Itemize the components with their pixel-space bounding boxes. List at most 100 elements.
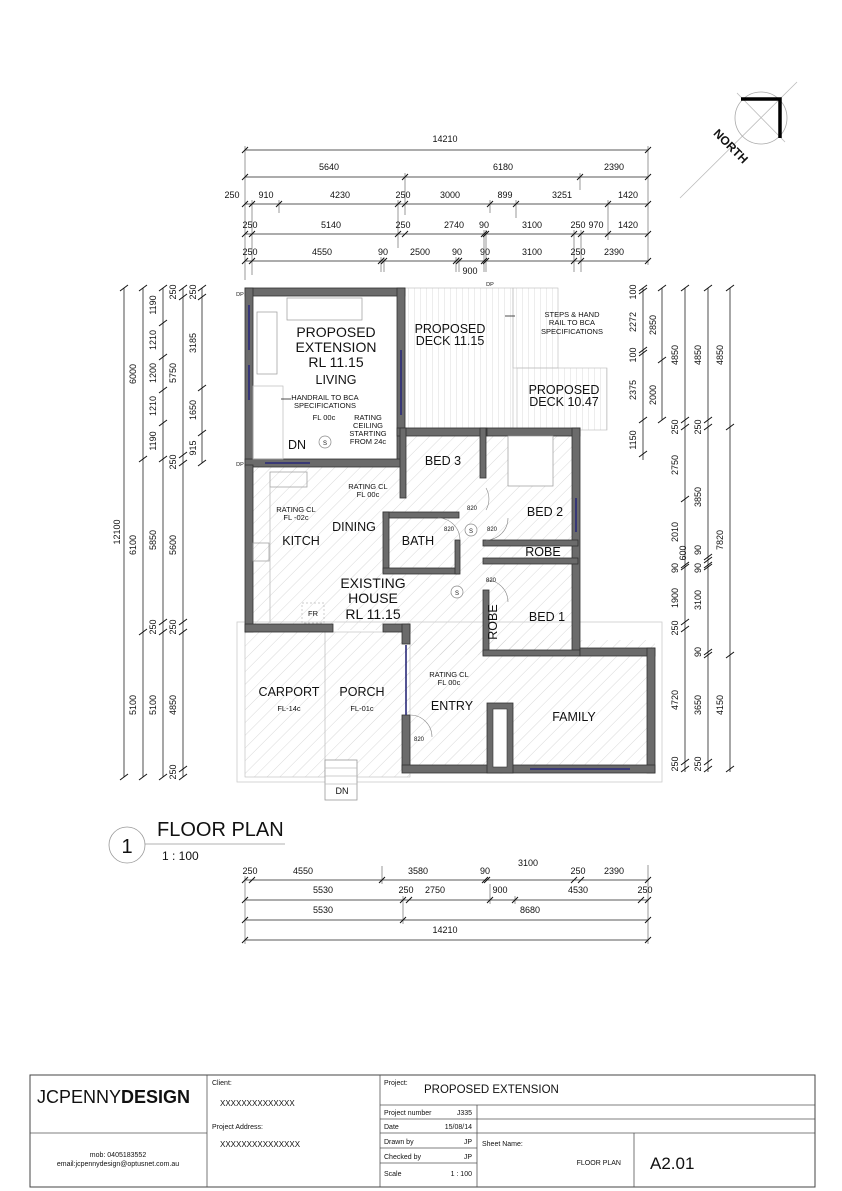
deck-label: DECK 11.15 <box>416 334 485 348</box>
dim-label: 899 <box>497 190 512 200</box>
dim-label: 90 <box>480 866 490 876</box>
room-label-bed3: BED 3 <box>425 454 461 468</box>
logo-bold-text: DESIGN <box>121 1087 190 1107</box>
dim-label: 14210 <box>432 925 457 935</box>
drawing-title: 1 FLOOR PLAN 1 : 100 <box>108 819 285 864</box>
dim-label: 250 <box>693 756 703 771</box>
room-label-family: FAMILY <box>552 710 596 724</box>
dim-label: 2390 <box>604 162 624 172</box>
dim-label: 5640 <box>319 162 339 172</box>
title-block: JCPENNYDESIGN mob: 0405183552 email:jcpe… <box>29 1074 816 1188</box>
dim-label: 250 <box>693 419 703 434</box>
dim-label: 4850 <box>693 345 703 365</box>
dim-label: 2010 <box>670 522 680 542</box>
dim-label: 3100 <box>522 220 542 230</box>
dim-label: 6000 <box>128 364 138 384</box>
dim-label: 4230 <box>330 190 350 200</box>
dim-label: 250 <box>398 885 413 895</box>
entry-note: FL 00c <box>438 678 461 687</box>
downpipe-label: DP <box>236 292 244 298</box>
dim-label: 250 <box>395 220 410 230</box>
sheet-name-value: FLOOR PLAN <box>577 1160 621 1167</box>
dim-label: 90 <box>693 545 703 555</box>
date-value: 15/08/14 <box>445 1124 472 1131</box>
project-number-label: Project number <box>384 1110 432 1117</box>
dim-label: 250 <box>637 885 652 895</box>
sheet-name-label: Sheet Name: <box>482 1141 523 1148</box>
downpipe-label: DP <box>236 462 244 468</box>
logo-light-text: JCPENNY <box>37 1087 121 1107</box>
dim-label: 5140 <box>321 220 341 230</box>
scale-label: Scale <box>384 1171 402 1178</box>
dining-note: RATING CL <box>348 482 387 491</box>
door-width-label: 820 <box>414 737 425 743</box>
dim-label: 2750 <box>670 455 680 475</box>
client-value: XXXXXXXXXXXXXX <box>220 1099 295 1108</box>
ceiling-note: STARTING <box>349 429 386 438</box>
dim-label: 250 <box>168 619 178 634</box>
room-label-bath: BATH <box>402 534 434 548</box>
dim-label: 250 <box>168 284 178 299</box>
room-label-extension: EXTENSION <box>296 339 377 355</box>
deck-label: PROPOSED <box>529 383 600 397</box>
dim-label: 5100 <box>148 695 158 715</box>
dim-label: 5850 <box>148 530 158 550</box>
stairs-down-label: DN <box>336 786 349 796</box>
dim-label: 1150 <box>628 430 638 449</box>
dim-label: 4150 <box>715 695 725 715</box>
dim-label: 3580 <box>408 866 428 876</box>
room-label-living: LIVING <box>316 373 357 387</box>
carport-level: FL-14c <box>277 704 301 713</box>
dim-label: 5600 <box>168 535 178 555</box>
deck-label: PROPOSED <box>415 322 486 336</box>
dim-label: 3100 <box>518 858 538 868</box>
dim-label: 900 <box>462 266 477 276</box>
room-label-carport: CARPORT <box>259 685 320 699</box>
dim-label: 250 <box>670 419 680 434</box>
room-label-bed2: BED 2 <box>527 505 563 519</box>
room-label-kitchen: KITCH <box>282 534 320 548</box>
dim-label: 8680 <box>520 905 540 915</box>
dim-label: 915 <box>188 440 198 455</box>
drawing-number: 1 <box>121 836 132 858</box>
kitchen-note: FL -02c <box>283 513 308 522</box>
company-email: email:jcpennydesign@optusnet.com.au <box>57 1161 179 1168</box>
dim-label: 3650 <box>693 695 703 715</box>
project-label: Project: <box>384 1080 408 1087</box>
steps-note: STEPS & HAND <box>544 310 600 319</box>
dim-label: 3850 <box>693 487 703 507</box>
dim-label: 6180 <box>493 162 513 172</box>
dim-label: 90 <box>452 247 462 257</box>
door-width-label: 820 <box>467 506 478 512</box>
dim-label: 2375 <box>628 380 638 400</box>
company-logo: JCPENNYDESIGN <box>37 1087 190 1107</box>
dim-label: 1200 <box>148 363 158 383</box>
dim-label: 3000 <box>440 190 460 200</box>
dim-label: 2000 <box>648 385 658 405</box>
dim-label: 100 <box>628 284 638 299</box>
room-label-entry: ENTRY <box>431 699 474 713</box>
address-value: XXXXXXXXXXXXXXX <box>220 1140 301 1149</box>
dim-label: 90 <box>670 563 680 573</box>
existing-house-label: HOUSE <box>348 590 398 606</box>
right-dimensions: 100 2272 100 2375 1150 2850 2000 4850 25… <box>628 284 735 773</box>
checked-by-value: JP <box>464 1154 473 1161</box>
dim-label: 970 <box>588 220 603 230</box>
floor-plan: DN S <box>236 282 663 801</box>
dim-label: 100 <box>628 347 638 362</box>
ceiling-note: FROM 24c <box>350 437 387 446</box>
room-label-extension: RL 11.15 <box>308 354 363 370</box>
sheet-number: A2.01 <box>650 1154 694 1173</box>
bottom-dimensions: 250 4550 3580 90 3100 250 2390 5530 250 … <box>241 858 653 944</box>
dim-label: 250 <box>242 220 257 230</box>
dim-label: 1190 <box>148 295 158 314</box>
dim-label: 5530 <box>313 905 333 915</box>
dim-label: 1190 <box>148 431 158 450</box>
dim-label: 5530 <box>313 885 333 895</box>
dim-label: 3185 <box>188 333 198 353</box>
dining-note: FL 00c <box>357 490 380 499</box>
dim-label: 250 <box>395 190 410 200</box>
dim-label: 910 <box>258 190 273 200</box>
dim-label: 250 <box>670 620 680 635</box>
project-number: J335 <box>457 1110 472 1117</box>
